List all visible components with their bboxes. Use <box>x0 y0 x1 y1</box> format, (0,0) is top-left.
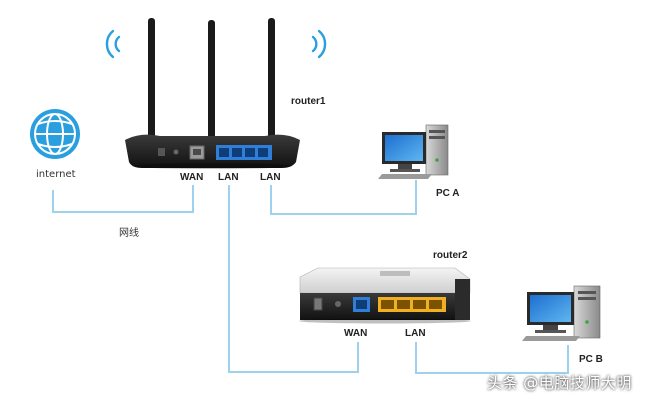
watermark: 头条 @电脑技师大明 <box>487 372 632 393</box>
pc-a-label: PC A <box>436 188 460 199</box>
wifi-icon-right <box>311 29 327 59</box>
watermark-platform: 头条 <box>487 374 519 392</box>
router2-lan-ports <box>378 297 446 312</box>
router2-wan-label: WAN <box>344 328 367 339</box>
watermark-author: @电脑技师大明 <box>523 374 632 392</box>
cable-lan2-pc-b <box>415 342 569 374</box>
wifi-icon-left <box>105 29 121 59</box>
router-icon-router2 <box>299 267 471 324</box>
desktop-pc-icon-pc-b <box>522 285 601 341</box>
router1-lan-label-a: LAN <box>218 172 239 183</box>
router1-lan-ports <box>216 145 272 160</box>
router1-lan-label-b: LAN <box>260 172 281 183</box>
router1-wan-label: WAN <box>180 172 203 183</box>
router2-label: router2 <box>433 250 468 261</box>
router1-label: router1 <box>291 96 326 107</box>
cable-lan1-wan2 <box>228 185 359 373</box>
cable-internet-wan1 <box>52 185 194 213</box>
router2-lan-label: LAN <box>405 328 426 339</box>
router-icon-router1 <box>125 18 300 169</box>
antenna-right <box>268 18 275 143</box>
antenna-middle <box>208 20 215 145</box>
desktop-pc-icon-pc-a <box>378 124 449 179</box>
cable-lan1-pc-a <box>270 180 417 215</box>
cable-label: 网线 <box>119 226 139 239</box>
pc-b-label: PC B <box>579 354 603 365</box>
antenna-left <box>148 18 155 143</box>
internet-label: internet <box>36 169 76 180</box>
globe-icon <box>30 109 80 159</box>
cables <box>52 180 569 374</box>
